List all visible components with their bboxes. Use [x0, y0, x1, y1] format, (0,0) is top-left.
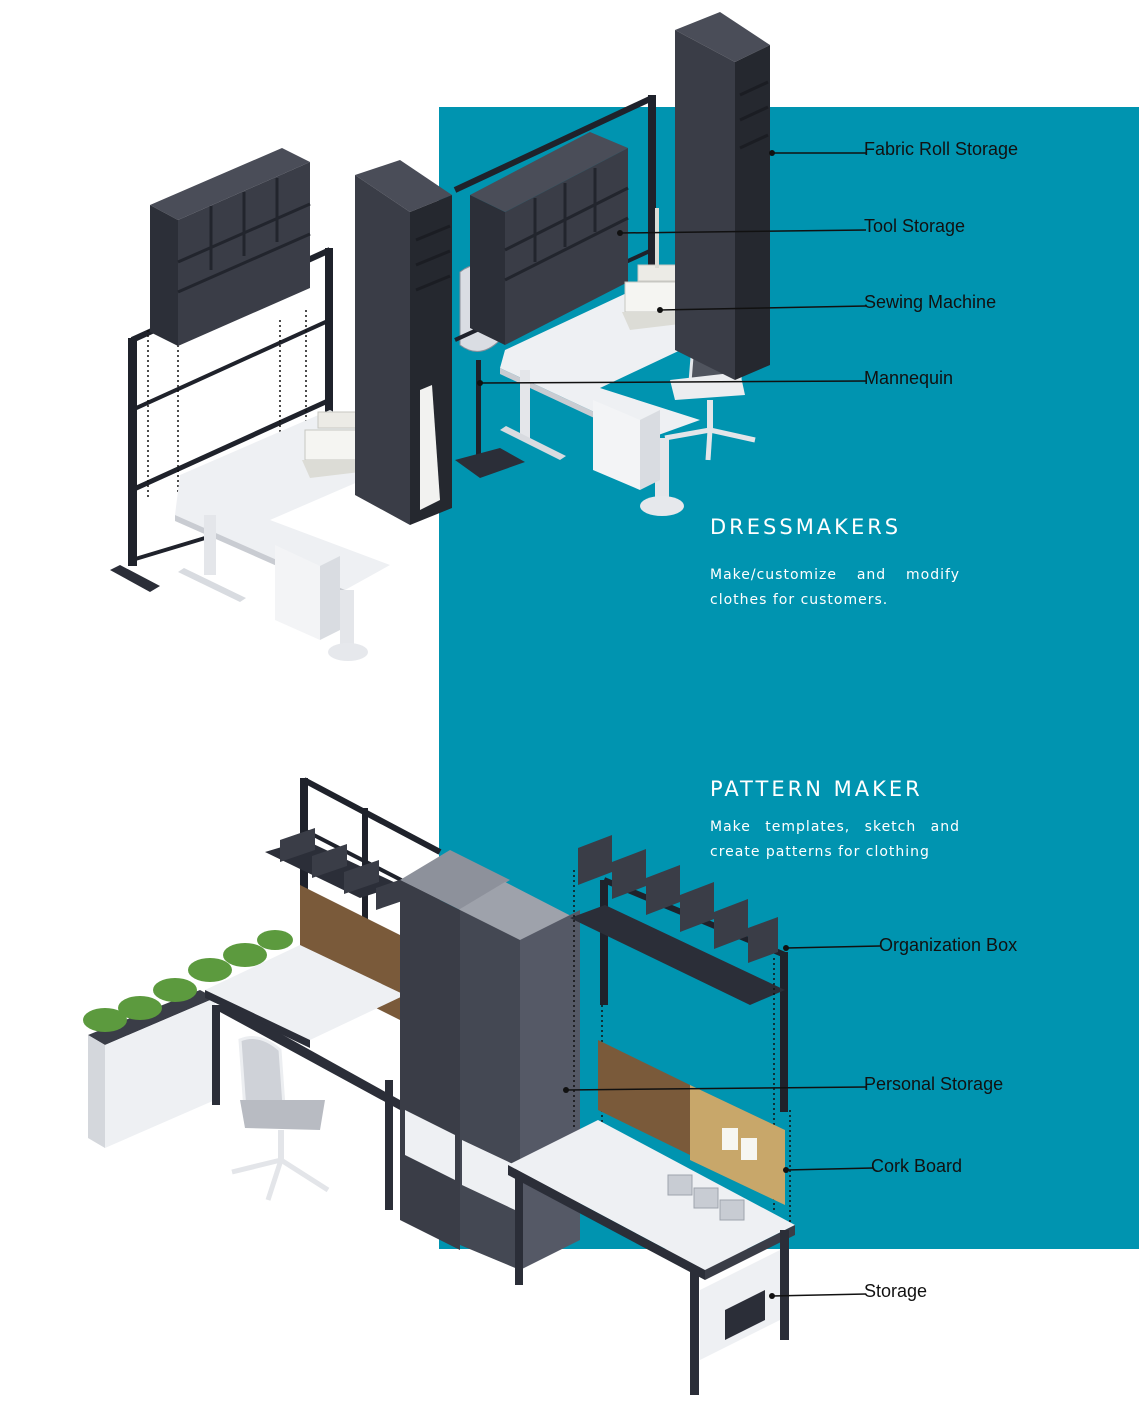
pattern-maker-station	[83, 777, 795, 1395]
callout-cork-board: Cork Board	[871, 1156, 963, 1176]
callout-sewing-machine: Sewing Machine	[864, 292, 997, 312]
callout-fabric-roll-storage: Fabric Roll Storage	[864, 139, 1019, 159]
section-desc-pattern-maker: Make templates, sketch and create patter…	[710, 819, 960, 860]
tall-cabinet-right	[675, 12, 770, 380]
callout-storage: Storage	[864, 1281, 928, 1301]
callout-organization-box: Organization Box	[879, 935, 1018, 955]
callout-leaders	[479, 152, 881, 1297]
left-dressmaker-station	[110, 148, 420, 661]
callout-personal-storage: Personal Storage	[864, 1074, 1004, 1094]
tall-cabinet-left	[355, 160, 452, 525]
section-desc-dressmakers: Make/customize and modify clothes for cu…	[710, 567, 960, 608]
callout-mannequin: Mannequin	[864, 368, 954, 388]
callout-anchor-dots	[477, 150, 789, 1299]
callout-tool-storage: Tool Storage	[864, 216, 966, 236]
section-title-dressmakers: DRESSMAKERS	[710, 515, 902, 539]
section-title-pattern-maker: PATTERN MAKER	[710, 777, 923, 801]
